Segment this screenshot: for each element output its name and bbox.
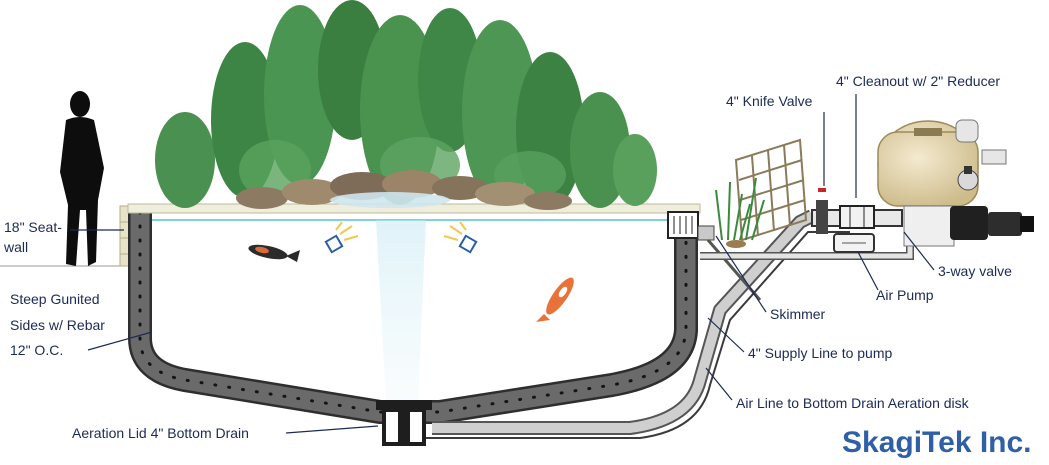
koi-fish-orange bbox=[536, 274, 578, 322]
air-pump bbox=[834, 234, 874, 252]
skimmer-box bbox=[668, 212, 714, 240]
label-supply-line: 4" Supply Line to pump bbox=[748, 345, 893, 361]
label-three-way-valve: 3-way valve bbox=[938, 263, 1012, 279]
brand-logo-text: SkagiTek Inc. bbox=[842, 426, 1032, 459]
label-seat-wall-1: 18" Seat- bbox=[4, 219, 62, 235]
pond-light-left bbox=[326, 222, 358, 252]
label-knife-valve: 4" Knife Valve bbox=[726, 93, 813, 109]
aeration-bubbles bbox=[376, 220, 426, 400]
label-sides-2: Sides w/ Rebar bbox=[10, 317, 105, 333]
label-cleanout: 4" Cleanout w/ 2" Reducer bbox=[836, 73, 1000, 89]
label-air-line: Air Line to Bottom Drain Aeration disk bbox=[736, 395, 970, 411]
pond-light-right bbox=[444, 222, 476, 252]
label-sides-1: Steep Gunited bbox=[10, 291, 100, 307]
person-silhouette bbox=[60, 91, 104, 266]
label-air-pump: Air Pump bbox=[876, 287, 934, 303]
pump-motor bbox=[950, 206, 1034, 240]
label-bottom-drain: Aeration Lid 4" Bottom Drain bbox=[72, 425, 249, 441]
knife-valve bbox=[816, 188, 828, 234]
label-seat-wall-2: wall bbox=[3, 239, 28, 255]
koi-fish-dark bbox=[247, 242, 300, 262]
bottom-drain bbox=[376, 400, 432, 444]
label-skimmer: Skimmer bbox=[770, 306, 826, 322]
label-sides-3: 12" O.C. bbox=[10, 342, 63, 358]
cleanout bbox=[840, 206, 874, 228]
